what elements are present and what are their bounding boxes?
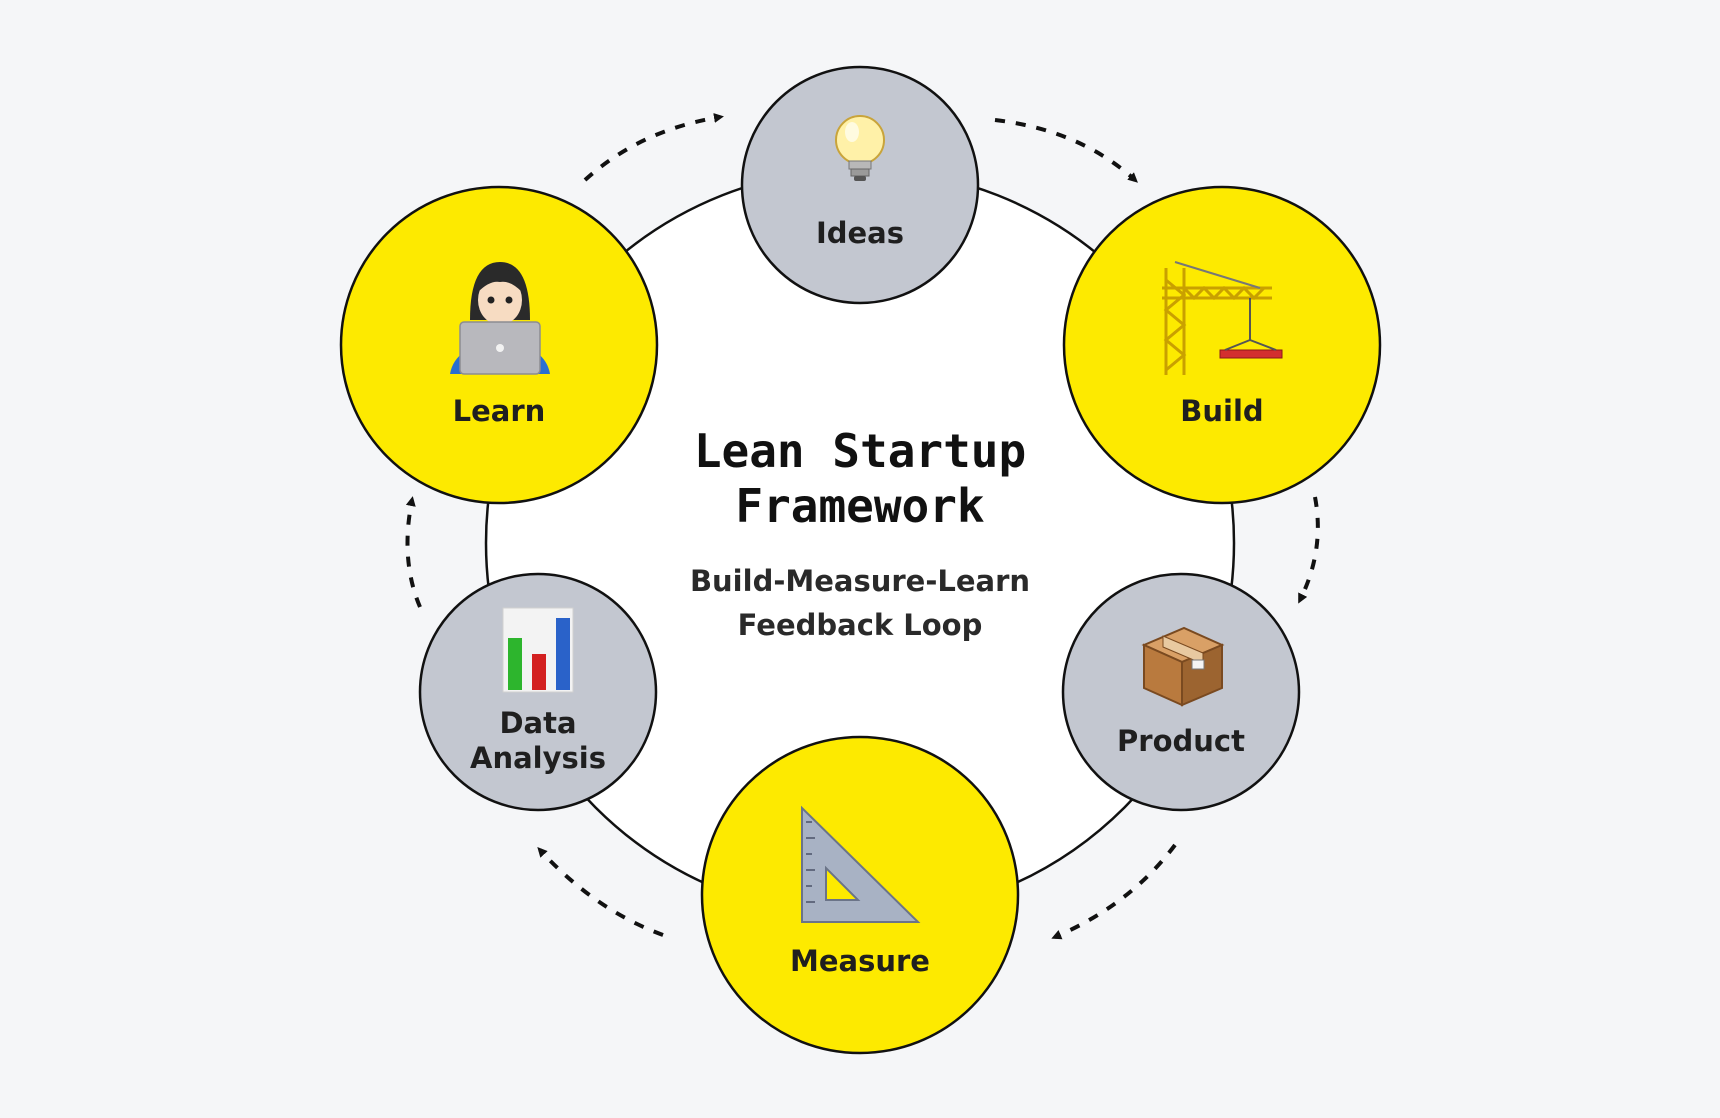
- ideas-label: Ideas: [816, 216, 904, 250]
- ideas-circle: [740, 65, 980, 305]
- node-build: Build: [1062, 185, 1382, 505]
- measure-label: Measure: [790, 944, 930, 978]
- node-ideas: Ideas: [740, 65, 980, 305]
- light-bulb-icon: [835, 115, 885, 181]
- arrow-build-to-product: [1298, 496, 1320, 604]
- triangular-ruler-icon: [801, 805, 921, 923]
- arrow-data-analysis-to-learn: [405, 496, 422, 608]
- learn-label: Learn: [453, 394, 546, 428]
- node-measure: Measure: [700, 735, 1020, 1055]
- bar-chart-icon: [502, 607, 574, 693]
- package-box-icon: [1141, 626, 1225, 707]
- node-product: Product: [1061, 572, 1301, 812]
- framework-subtitle-line2: Feedback Loop: [738, 608, 983, 642]
- build-label: Build: [1180, 394, 1263, 428]
- center-text: Lean Startup Framework Build-Measure-Lea…: [690, 424, 1030, 642]
- arrow-ideas-to-build: [994, 118, 1138, 183]
- arrow-product-to-measure: [1051, 843, 1177, 940]
- arrow-learn-to-ideas: [583, 113, 724, 182]
- person-with-laptop-icon: [450, 262, 550, 375]
- framework-title-line2: Framework: [735, 479, 984, 533]
- build-circle: [1062, 185, 1382, 505]
- node-learn: Learn: [339, 185, 659, 505]
- framework-title-line1: Lean Startup: [694, 424, 1026, 478]
- data-analysis-label-line2: Analysis: [470, 741, 606, 775]
- arrow-measure-to-data-analysis: [537, 847, 664, 937]
- framework-subtitle-line1: Build-Measure-Learn: [690, 564, 1030, 598]
- product-label: Product: [1117, 724, 1245, 758]
- cycle-arrows: [405, 113, 1320, 940]
- node-data-analysis: Data Analysis: [418, 572, 658, 812]
- construction-crane-icon: [1162, 261, 1283, 375]
- data-analysis-label-line1: Data: [499, 706, 576, 740]
